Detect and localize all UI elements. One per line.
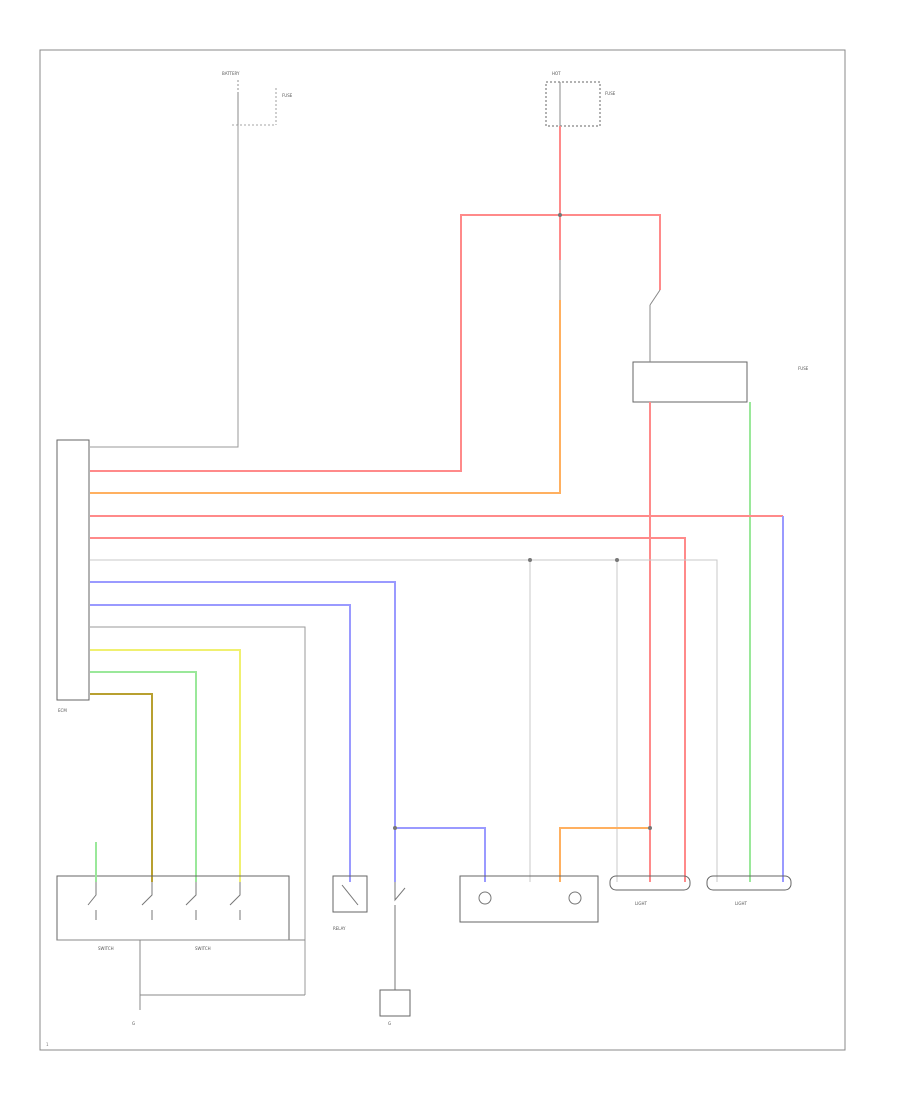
ground-label-mid: G xyxy=(388,1021,391,1026)
right-fuse-block: FUSE xyxy=(632,361,809,403)
battery-fuse-block: BATTERY FUSE xyxy=(222,71,293,126)
hot-fuse-block: HOT FUSE xyxy=(545,71,616,127)
battery-title: BATTERY xyxy=(222,71,240,76)
switch-assembly: SWITCH SWITCH xyxy=(56,875,305,951)
right-light-connector: LIGHT xyxy=(706,875,792,906)
inner-switch-caption: SWITCH xyxy=(195,946,211,951)
ecm-caption: ECM xyxy=(58,708,67,713)
battery-fuse-caption: FUSE xyxy=(282,93,293,98)
inline-switch: G xyxy=(379,882,411,1026)
relay-box: RELAY xyxy=(332,875,368,931)
left-light-caption: LIGHT xyxy=(635,901,648,906)
ground-label-left: G xyxy=(132,1021,135,1026)
right-fuse-caption: FUSE xyxy=(798,366,809,371)
hot-fuse-caption: FUSE xyxy=(605,91,616,96)
hot-title: HOT xyxy=(552,71,561,76)
lamp-module xyxy=(459,875,599,923)
control-module: ECM xyxy=(56,439,90,713)
relay-caption: RELAY xyxy=(333,926,346,931)
left-switch-caption: SWITCH xyxy=(98,946,114,951)
left-light-connector: LIGHT xyxy=(609,875,691,906)
figure-code: 1 xyxy=(46,1042,49,1047)
right-light-caption: LIGHT xyxy=(735,901,748,906)
diagram-frame xyxy=(39,49,846,1051)
